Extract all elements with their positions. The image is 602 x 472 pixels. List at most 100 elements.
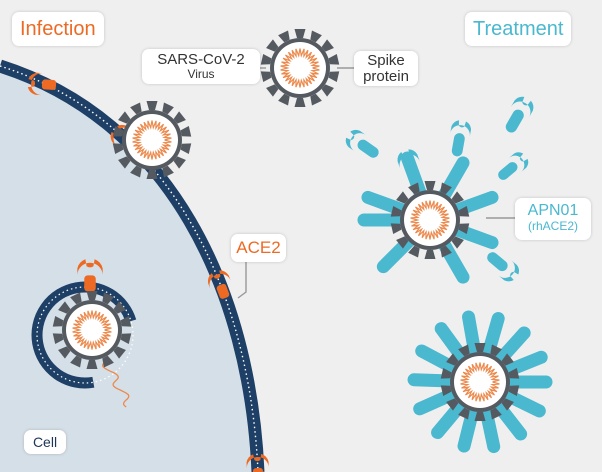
spike-protein	[146, 170, 158, 179]
spike-protein	[162, 165, 174, 178]
spike-protein	[440, 245, 452, 258]
virus-interior	[66, 304, 118, 356]
spike-protein	[70, 292, 82, 305]
spike-protein	[451, 191, 464, 204]
apn01-body	[498, 162, 518, 180]
spike-protein	[474, 343, 486, 352]
spike-protein	[294, 98, 306, 107]
spike-protein	[328, 71, 340, 83]
apn01-head	[397, 149, 420, 169]
ace2-receptor-3	[207, 270, 231, 299]
spike-protein	[113, 301, 126, 314]
bound-apn01	[462, 310, 482, 359]
spike-protein	[112, 125, 124, 137]
bound-apn01	[491, 399, 528, 441]
cell-label: Cell	[24, 430, 66, 454]
apn01-head	[510, 96, 534, 118]
spike-line-1: Spike	[367, 52, 405, 69]
spike-protein	[474, 412, 486, 421]
spike-protein	[120, 333, 132, 345]
spike-protein	[490, 407, 502, 420]
spike-line-2: protein	[363, 68, 409, 85]
receptor-head	[246, 453, 269, 469]
spike-protein	[508, 367, 520, 379]
infection-label: Infection	[12, 12, 104, 46]
ace2-label-connector	[237, 262, 247, 299]
spike-protein	[266, 84, 279, 97]
spike-protein	[113, 346, 126, 359]
virus-title: SARS-CoV-2	[157, 51, 245, 68]
spike-protein	[490, 344, 502, 357]
spike-protein-label: Spike protein	[354, 51, 418, 86]
spike-protein	[451, 236, 464, 249]
spike-protein	[278, 30, 290, 43]
receptor-stalk	[41, 79, 57, 90]
bound-apn01	[481, 312, 505, 360]
spike-protein	[173, 111, 186, 124]
spike-protein	[180, 125, 192, 137]
internalized-ace2	[77, 259, 103, 292]
receptor-stalk	[252, 467, 264, 472]
receptor-stalk	[216, 283, 230, 299]
spike-protein	[112, 143, 124, 155]
spike-protein	[52, 315, 64, 327]
apn01-body	[357, 139, 379, 158]
spike-protein	[328, 53, 340, 65]
sars-cov-2-virus-endocytosed	[52, 291, 132, 369]
spike-protein	[86, 291, 98, 300]
spike-protein	[440, 367, 452, 379]
bound-apn01	[493, 326, 531, 367]
spike-protein	[390, 223, 402, 235]
spike-protein	[52, 333, 64, 345]
spike-protein	[120, 315, 132, 327]
viral-rna	[460, 362, 500, 402]
virus-interior	[404, 194, 456, 246]
ace2-receptor-1	[27, 72, 57, 96]
bound-apn01	[434, 322, 469, 365]
spike-protein	[458, 223, 470, 235]
virus-subtitle: Virus	[187, 67, 215, 81]
bound-apn01	[413, 387, 460, 416]
apn01-body	[451, 133, 465, 157]
apn01-molecule-4	[345, 130, 379, 158]
spike-protein	[390, 205, 402, 217]
spike-protein	[501, 398, 514, 411]
receptor-head	[77, 259, 103, 276]
viral-rna	[72, 310, 112, 350]
spike-protein	[424, 250, 436, 259]
virus-interior	[274, 42, 326, 94]
apn01-label: APN01 (rhACE2)	[515, 198, 591, 240]
bound-apn01	[500, 388, 546, 418]
spike-protein	[396, 191, 409, 204]
spike-protein	[440, 385, 452, 397]
spike-protein	[130, 165, 142, 178]
sars-cov-2-virus-neutralized	[407, 310, 553, 454]
spike-protein	[321, 39, 334, 52]
apn01-molecule-1	[505, 96, 534, 133]
virus-interior	[126, 114, 178, 166]
spike-protein	[278, 93, 290, 106]
spike-protein	[310, 30, 322, 43]
viral-rna	[132, 120, 172, 160]
apn01-body	[505, 109, 524, 133]
spike-protein	[458, 407, 470, 420]
cell-membrane	[0, 59, 265, 472]
spike-protein	[458, 344, 470, 357]
viral-rna	[410, 200, 450, 240]
spike-protein	[162, 102, 174, 115]
spike-protein	[260, 71, 272, 83]
spike-protein	[102, 355, 114, 368]
spike-protein	[508, 385, 520, 397]
viral-rna	[280, 48, 320, 88]
receptor-head	[27, 72, 43, 96]
spike-protein	[424, 181, 436, 190]
apn01-molecule-2	[450, 120, 471, 157]
sars-cov-2-virus-partial-neutralized	[357, 151, 499, 284]
spike-protein	[440, 182, 452, 195]
spike-protein	[396, 236, 409, 249]
spike-protein	[118, 156, 131, 169]
apn01-molecule-5	[487, 252, 519, 282]
bound-apn01	[407, 373, 457, 388]
